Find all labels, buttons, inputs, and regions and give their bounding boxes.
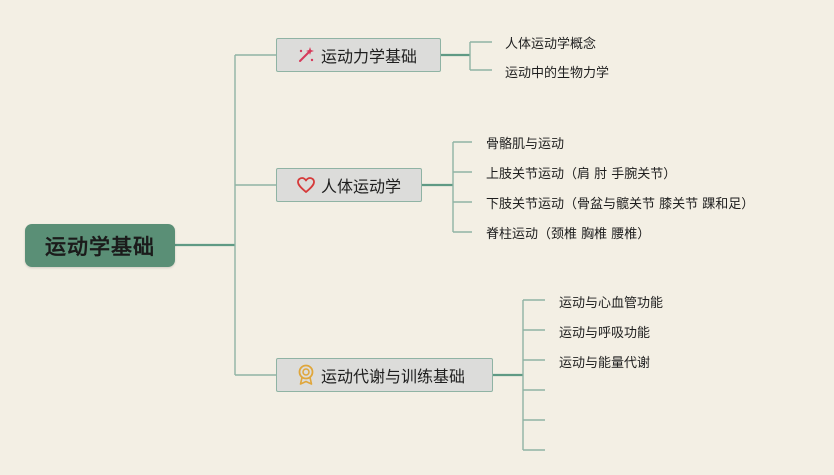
award-badge-icon (295, 364, 317, 386)
leaf-item[interactable]: 运动与呼吸功能 (559, 326, 651, 341)
root-label: 运动学基础 (45, 234, 155, 259)
branch-node-mechanics[interactable]: 运动力学基础 (276, 38, 441, 72)
sparkle-wand-icon (295, 44, 317, 66)
leaf-item[interactable]: 骨骼肌与运动 (486, 137, 565, 152)
heart-outline-icon (295, 174, 317, 196)
leaf-item[interactable]: 脊柱运动（颈椎 胸椎 腰椎） (486, 227, 651, 242)
branch-node-metabolism[interactable]: 运动代谢与训练基础 (276, 358, 493, 392)
branch-label: 人体运动学 (321, 177, 402, 196)
leaf-item[interactable]: 下肢关节运动（骨盆与髋关节 膝关节 踝和足） (486, 197, 755, 212)
leaf-item[interactable]: 运动与能量代谢 (559, 356, 651, 371)
leaf-item[interactable]: 人体运动学概念 (505, 37, 597, 52)
branch-node-kinesiology[interactable]: 人体运动学 (276, 168, 422, 202)
leaf-item[interactable]: 运动中的生物力学 (505, 66, 610, 81)
leaf-item[interactable]: 运动与心血管功能 (559, 296, 664, 311)
branch-label: 运动力学基础 (321, 47, 418, 66)
leaf-item[interactable]: 上肢关节运动（肩 肘 手腕关节） (486, 167, 677, 182)
root-node[interactable]: 运动学基础 (25, 224, 175, 267)
branch-label: 运动代谢与训练基础 (321, 367, 466, 386)
